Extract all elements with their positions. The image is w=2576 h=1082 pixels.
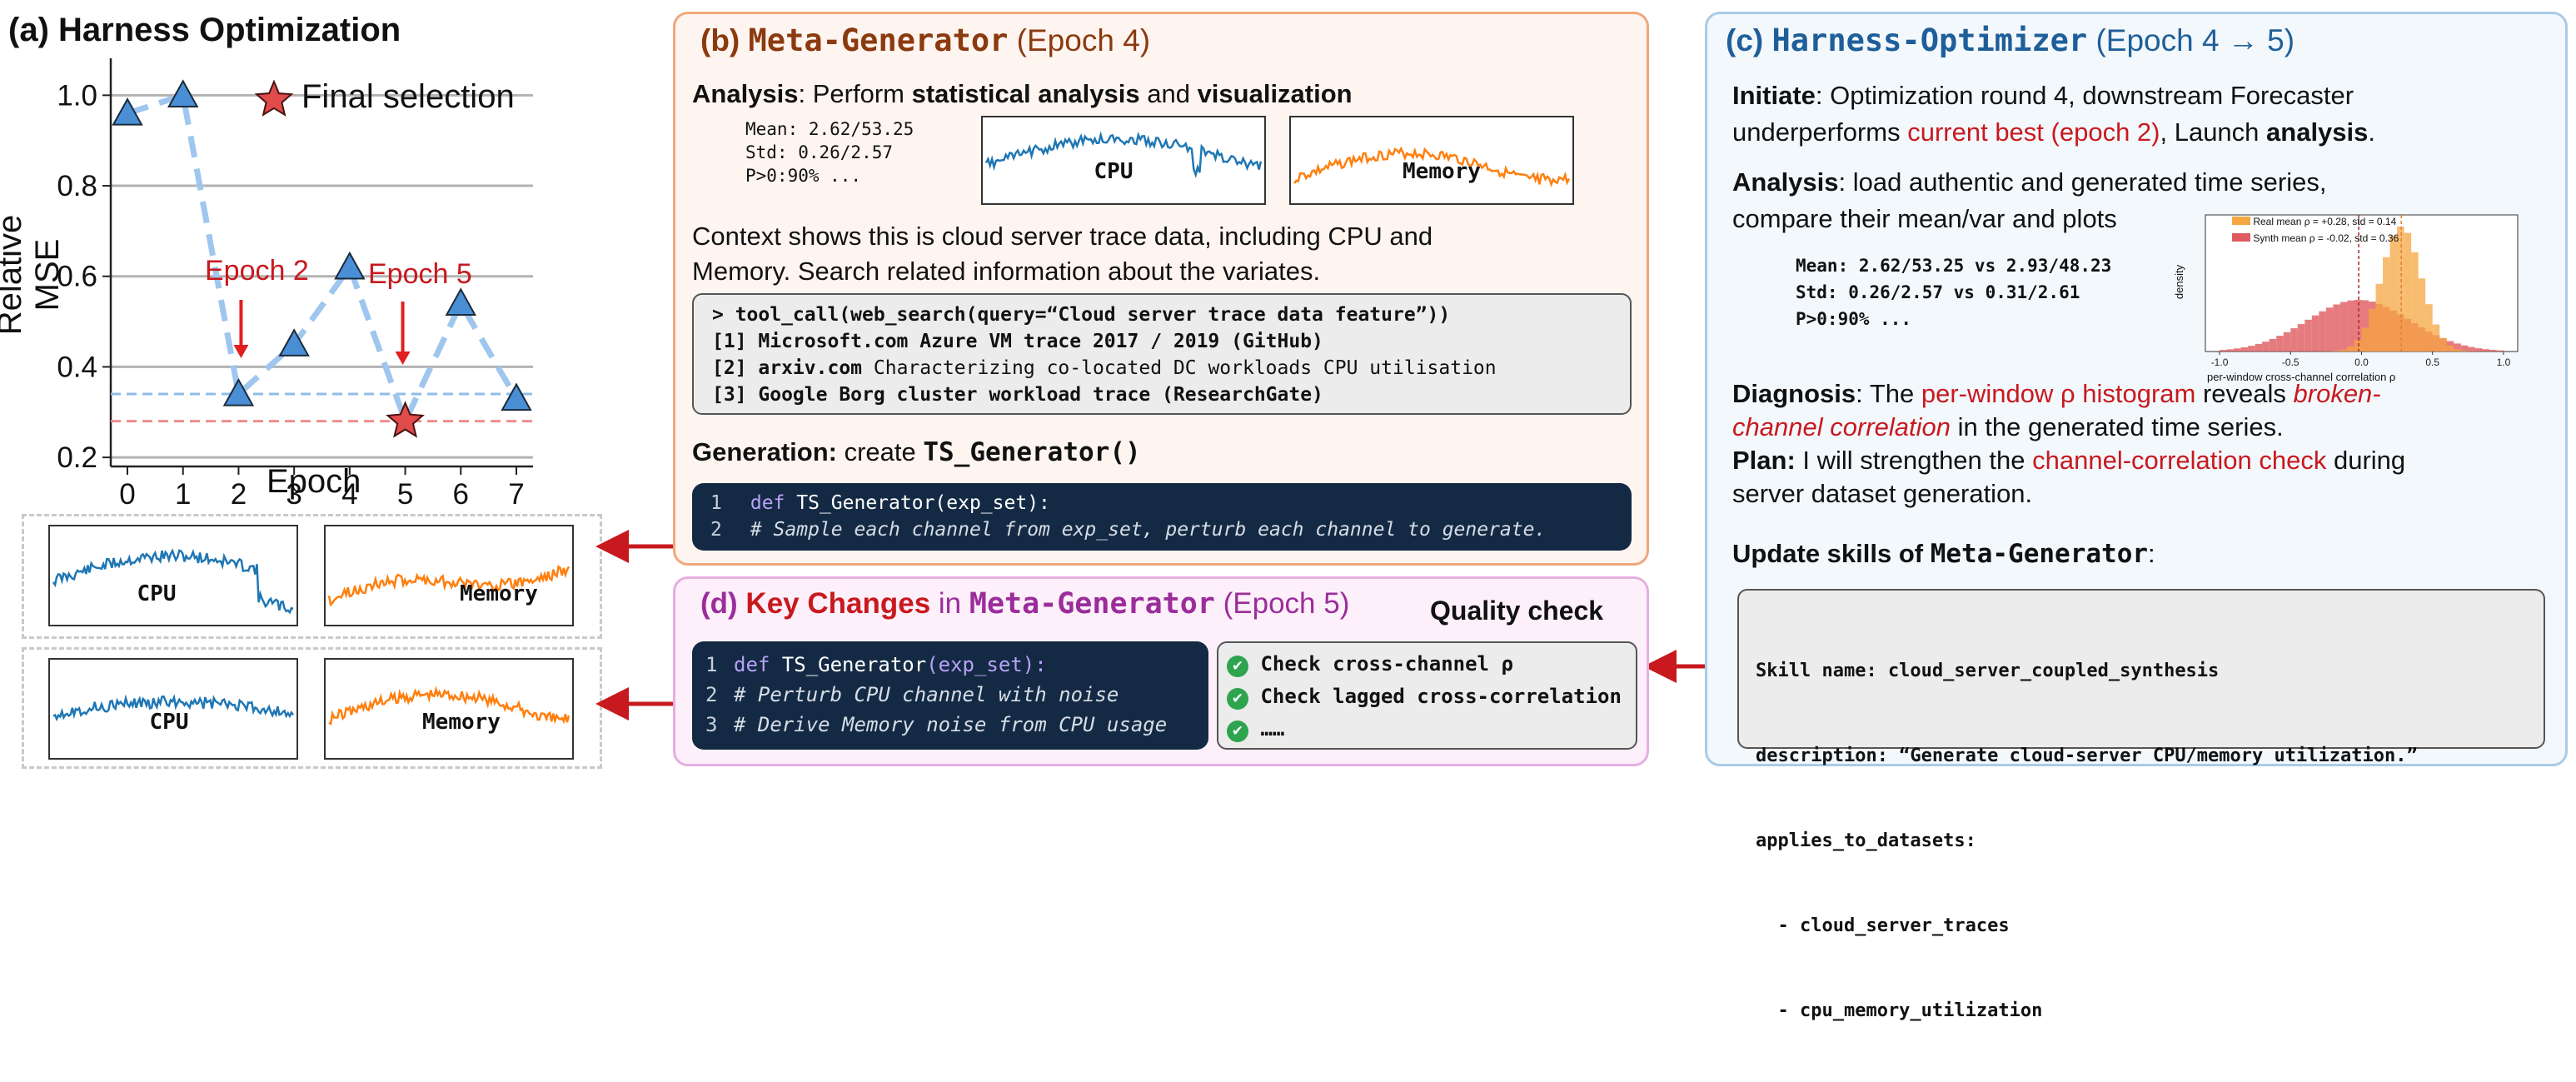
synth-bar [2326,307,2334,352]
synth-bar [2489,350,2497,352]
check-circle-icon: ✔ [1227,656,1248,677]
real-bar [2390,236,2398,352]
skill-box: Skill name: cloud_server_coupled_synthes… [1737,589,2545,749]
real-bar [2419,278,2426,352]
hist-x-tick-label: 0.5 [2425,357,2439,368]
hist-x-tick-label: 1.0 [2497,357,2511,368]
panel-c: (c) Harness-Optimizer (Epoch 4 → 5) Init… [1705,12,2568,766]
synth-bar [2340,302,2348,352]
synth-bar [2304,320,2312,352]
panel-c-title: (c) Harness-Optimizer (Epoch 4 → 5) [1726,22,2294,58]
real-bar [2362,327,2369,352]
real-bar [2461,351,2469,352]
synth-bar [2468,347,2475,352]
real-bar [2425,304,2433,352]
panel-b-generation: Generation: create TS_Generator() [692,437,1141,467]
synth-bar [2227,349,2235,352]
real-bar [2397,227,2404,352]
real-bar [2447,346,2454,352]
synth-bar [2241,347,2249,352]
hist-x-tick-label: -1.0 [2211,357,2229,368]
real-bar [2439,338,2447,352]
synth-bar [2270,339,2277,352]
real-bar [2340,350,2348,352]
synth-bar [2298,324,2305,352]
synth-bar [2319,312,2326,352]
panel-c-initiate: Initiate: Optimization round 4, downstre… [1732,77,2375,151]
check-circle-icon: ✔ [1227,688,1248,710]
check-item: ✔ Check cross-channel ρ [1227,648,1636,681]
real-bar [2454,349,2461,352]
hist-x-tick-label: 0.0 [2354,357,2369,368]
check-circle-icon: ✔ [1227,721,1248,742]
synth-bar [2333,304,2340,352]
generator-code-epoch4: 1 def TS_Generator(exp_set): 2 # Sample … [692,483,1632,551]
synth-bar [2276,336,2284,352]
quality-check-label: Quality check [1430,596,1603,626]
panel-b-analysis: Analysis: Perform statistical analysis a… [692,79,1353,109]
real-bar [2433,325,2440,352]
panel-c-diagnosis: Diagnosis: The per-window ρ histogram re… [1732,377,2405,511]
real-bar [2347,347,2354,352]
synth-bar [2312,316,2319,352]
hist-legend-real: Real mean ρ = +0.28, std = 0.14 [2232,216,2396,227]
synth-bar [2255,344,2263,352]
real-bar [2333,351,2340,352]
panel-c-update: Update skills of Meta-Generator: [1732,539,2155,569]
panel-b-title: (b) Meta-Generator (Epoch 4) [700,22,1150,58]
real-bar [2404,233,2412,352]
check-item: ✔ …… [1227,713,1636,745]
synth-bar [2284,332,2291,352]
thumb-label: Memory [1301,159,1582,184]
synth-bar [2234,348,2241,352]
panel-b-context: Context shows this is cloud server trace… [692,219,1432,289]
synth-bar [2461,346,2469,352]
panel-b: (b) Meta-Generator (Epoch 4) Analysis: P… [673,12,1649,566]
hist-ylabel: density [2173,265,2185,299]
synth-bar [2482,349,2489,352]
real-bar [2354,340,2362,352]
quality-check-box: ✔ Check cross-channel ρ ✔ Check lagged c… [1217,641,1637,750]
thumb-label: CPU [973,159,1254,184]
check-item: ✔ Check lagged cross-correlation [1227,681,1636,713]
synth-bar [2248,346,2255,352]
synth-bar [2347,301,2354,352]
synth-bar [2262,342,2270,352]
panel-d: (d) Key Changes in Meta-Generator (Epoch… [673,576,1649,766]
synth-bar [2496,351,2504,352]
tool-call-box: > tool_call(web_search(query=“Cloud serv… [692,293,1632,415]
panel-d-title: (d) Key Changes in Meta-Generator (Epoch… [700,587,1349,621]
real-bar [2411,252,2419,352]
synth-bar [2475,348,2483,352]
synth-bar [2290,328,2298,352]
hist-x-tick-label: -0.5 [2282,357,2299,368]
analysis-thumb-cpu: CPU [981,116,1266,205]
real-bar [2383,257,2390,352]
hist-legend-synth: Synth mean ρ = -0.02, std = 0.36 [2232,232,2399,244]
analysis-thumb-memory: Memory [1289,116,1574,205]
real-bar [2376,284,2384,352]
real-bar [2369,309,2376,352]
synth-bar [2220,350,2227,352]
